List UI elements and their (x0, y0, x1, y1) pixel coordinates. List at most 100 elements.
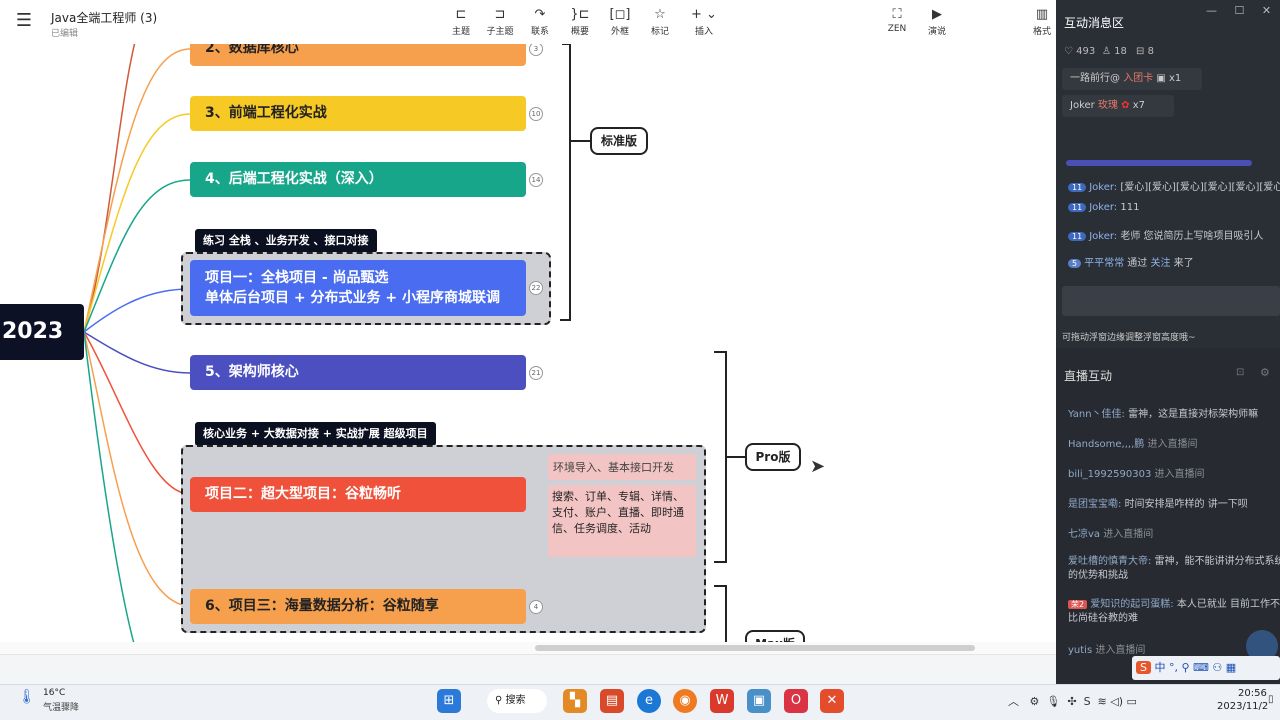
scrollbar-thumb[interactable] (535, 645, 975, 651)
subtopic-button[interactable]: ⊐子主题 (480, 6, 520, 37)
wps-icon[interactable]: W (710, 689, 734, 713)
boundary-button[interactable]: [◻]外框 (600, 6, 640, 37)
live-message: Yann丶佳佳: 雷神，这是直接对标架构师嘛 (1068, 409, 1259, 420)
live-message: 荣2 爱知识的起司蛋糕: 本人已就业 目前工作不比尚硅谷教的难 (1068, 599, 1280, 624)
gift-row: Joker 玫瑰 ✿ x7 (1062, 95, 1174, 117)
boundary-icon: [◻] (609, 7, 631, 22)
interaction-title: 互动消息区 (1064, 16, 1125, 30)
battery-icon: ▭ (1126, 695, 1137, 708)
tray-icon: ⚙ (1029, 695, 1040, 708)
live-message: 七凉va 进入直播间 (1068, 529, 1154, 540)
connector-lines (83, 44, 746, 654)
lock-icon[interactable]: ⊡ (1236, 367, 1245, 378)
document-title[interactable]: Java全端工程师 (3) (51, 11, 158, 25)
pitch-button[interactable]: ▶演说 (917, 6, 957, 37)
wifi-icon: ≋ (1097, 695, 1107, 708)
marker-button[interactable]: ☆标记 (640, 6, 680, 37)
clock-date[interactable]: 2023/11/2 (1217, 701, 1269, 712)
live-title: 直播互动 (1064, 369, 1113, 383)
card-icon: ▣ (1156, 73, 1166, 84)
document-status: 已编辑 (51, 29, 79, 39)
search-icon: ⚲ (495, 695, 503, 706)
weather-desc[interactable]: 气温骤降 (43, 703, 80, 713)
play-icon: ▶ (932, 7, 942, 22)
live-interaction-panel: 直播互动 ⊡ ⚙ Yann丶佳佳: 雷神，这是直接对标架构师嘛 Handsome… (1056, 358, 1280, 688)
mindmap-canvas[interactable]: 2023 2、数据库核心 3 3、前端工程化实战 10 4、后端工程化实战（深入… (0, 44, 1056, 654)
child-count-badge[interactable]: 4 (529, 600, 543, 614)
notification-icon[interactable]: ▯ (1268, 694, 1274, 705)
tray-app-icon: ✣ (1067, 695, 1077, 708)
topic-button[interactable]: ⊏主题 (441, 6, 481, 37)
fullscreen-icon: ⛶ (892, 7, 902, 22)
user-icon: ♙ (1102, 46, 1111, 57)
zen-button[interactable]: ⛶ZEN (877, 6, 917, 34)
divider (1066, 160, 1252, 166)
topic-backend-engineering[interactable]: 4、后端工程化实战（深入） (190, 162, 526, 197)
drag-hint: 可拖动浮窗边缘调整浮窗高度哦~ (1062, 333, 1196, 343)
windows-start-icon[interactable]: ⊞ (437, 689, 461, 713)
app-icon-red[interactable]: ▤ (600, 689, 624, 713)
child-count-badge[interactable]: 14 (529, 173, 543, 187)
format-button[interactable]: ▥格式 (1028, 6, 1056, 37)
topic-project-two[interactable]: 项目二：超大型项目：谷粒畅听 (190, 477, 526, 512)
child-count-badge[interactable]: 3 (529, 44, 543, 56)
ime-toolbar[interactable]: S 中 °, ⚲ ⌨ ⚇ ▦ (1132, 656, 1280, 680)
child-count-badge[interactable]: 21 (529, 366, 543, 380)
window-controls[interactable]: — ☐ ✕ (1206, 4, 1272, 17)
firefox-icon[interactable]: ◉ (673, 689, 697, 713)
child-count-badge[interactable]: 22 (529, 281, 543, 295)
app-icon-orange[interactable]: ▚ (563, 689, 587, 713)
topic-project-three[interactable]: 6、项目三：海量数据分析：谷粒随享 (190, 589, 526, 624)
chevron-up-icon: ︿ (1008, 695, 1019, 708)
topic-frontend-engineering[interactable]: 3、前端工程化实战 (190, 96, 526, 131)
edge-browser-icon[interactable]: e (637, 689, 661, 713)
root-topic[interactable]: 2023 (0, 304, 84, 360)
topic-database-core[interactable]: 2、数据库核心 (190, 44, 526, 66)
thermometer-icon[interactable]: 🌡 (18, 689, 36, 705)
settings-icon[interactable]: ⚙ (1260, 366, 1270, 379)
child-count-badge[interactable]: 10 (529, 107, 543, 121)
relationship-icon: ↷ (534, 7, 546, 22)
gift-icon: ⊟ (1136, 46, 1145, 57)
topic-architect-core[interactable]: 5、架构师核心 (190, 355, 526, 390)
weather-temp[interactable]: 16°C (43, 688, 66, 698)
insert-button[interactable]: + ⌄插入 (684, 6, 724, 37)
speaker-icon: ◁) (1110, 695, 1124, 708)
mouse-cursor-icon: ➤ (810, 456, 826, 477)
interaction-panel: 互动消息区 — ☐ ✕ ♡ 493 ♙ 18 ⊟ 8 一路前行@ 入团卡 ▣ x… (1056, 0, 1280, 348)
subtopic-features[interactable]: 搜索、订单、专辑、详情、支付、账户、直播、即时通信、任务调度、活动 (548, 485, 696, 557)
thumb-icon: ♡ (1064, 46, 1073, 57)
mic-icon: 🎙 (1046, 695, 1061, 708)
taskbar-search[interactable]: ⚲ 搜索 (487, 689, 547, 713)
horizontal-scrollbar[interactable] (0, 642, 1056, 654)
tag-label[interactable]: 核心业务 + 大数据对接 + 实战扩展 超级项目 (195, 422, 436, 446)
xmind-icon[interactable]: ✕ (820, 689, 844, 713)
message-input[interactable] (1062, 286, 1280, 316)
plus-icon: + ⌄ (691, 7, 717, 22)
subtopic-env-setup[interactable]: 环境导入、基本接口开发 (548, 454, 696, 480)
live-message: 是团宝宝嘞: 时间安排是咋样的 讲一下呗 (1068, 499, 1248, 510)
system-tray[interactable]: ︿ ⚙ 🎙 ✣ S ≋ ◁) ▭ (1008, 693, 1137, 709)
hamburger-menu-icon[interactable]: ☰ (15, 10, 33, 31)
gift-count: ⊟ 8 (1136, 46, 1154, 57)
clock-time[interactable]: 20:56 (1238, 688, 1267, 699)
tag-label[interactable]: 练习 全栈 、业务开发 、接口对接 (195, 229, 377, 253)
app-icon-opera[interactable]: O (784, 689, 808, 713)
subtopic-icon: ⊐ (494, 7, 506, 22)
rose-icon: ✿ (1121, 100, 1130, 111)
live-message: Handsome,,,,鹏 进入直播间 (1068, 439, 1198, 450)
summary-button[interactable]: }⊏概要 (560, 6, 600, 37)
viewer-count: ♙ 18 (1102, 46, 1127, 57)
topic-project-one[interactable]: 项目一：全栈项目 - 尚品甄选 单体后台项目 + 分布式业务 + 小程序商城联调 (190, 260, 526, 316)
callout-pro[interactable]: Pro版 (745, 443, 801, 471)
star-icon: ☆ (654, 7, 666, 22)
sogou-tray-icon: S (1083, 695, 1091, 708)
format-panel-icon: ▥ (1035, 7, 1049, 22)
relationship-button[interactable]: ↷联系 (520, 6, 560, 37)
callout-standard[interactable]: 标准版 (590, 127, 648, 155)
app-icon-blue[interactable]: ▣ (747, 689, 771, 713)
